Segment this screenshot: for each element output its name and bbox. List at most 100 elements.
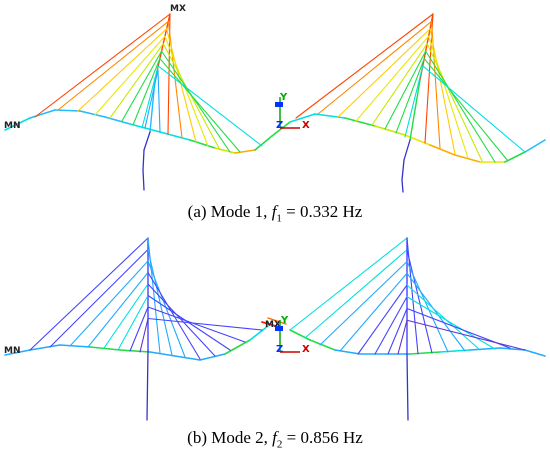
cable xyxy=(157,65,263,147)
deck-segment xyxy=(104,116,131,125)
deck-segment xyxy=(149,351,176,357)
cable xyxy=(121,50,163,122)
cable xyxy=(374,296,408,355)
cable xyxy=(103,283,149,349)
deck-segment xyxy=(289,113,316,123)
cable xyxy=(406,284,481,351)
frequency-subscript: 1 xyxy=(276,212,282,225)
caption-prefix: (b) Mode 2, xyxy=(187,428,273,447)
deck-segment xyxy=(289,329,311,341)
frequency-subscript: 2 xyxy=(276,438,283,451)
pier xyxy=(403,139,411,161)
cable xyxy=(141,65,159,129)
axis-triad-mode1: Y Z X xyxy=(275,92,310,131)
pier xyxy=(146,349,149,421)
deck-segment xyxy=(119,349,151,353)
cable xyxy=(289,237,408,331)
frequency-symbol: f xyxy=(271,202,277,221)
cable xyxy=(425,50,496,163)
max-label-mode1: MX xyxy=(170,4,186,14)
pier xyxy=(406,353,409,421)
deck-segment-max xyxy=(267,317,287,325)
deck-segment xyxy=(89,346,121,351)
z-axis-marker xyxy=(275,326,283,331)
deck-segment xyxy=(54,109,81,112)
deck-segment xyxy=(374,125,406,136)
cable xyxy=(161,50,231,153)
cable xyxy=(147,271,201,360)
deck-segment xyxy=(224,339,251,355)
max-label-mode2: MX xyxy=(265,320,281,330)
deck-segment xyxy=(4,117,31,131)
cable xyxy=(69,260,149,347)
mode1-deformed-shape xyxy=(4,13,546,193)
cable xyxy=(339,272,408,352)
z-axis-marker xyxy=(275,102,283,107)
cable xyxy=(426,43,483,162)
caption-mode1: (a) Mode 1, f1 = 0.332 Hz xyxy=(0,202,550,224)
deck-segment xyxy=(214,147,236,154)
deck-segment xyxy=(409,351,441,355)
cable xyxy=(49,248,149,348)
deck-segment xyxy=(314,113,346,119)
deck-segment xyxy=(524,349,546,357)
cable xyxy=(94,35,166,116)
cable xyxy=(129,306,149,352)
cable xyxy=(164,35,209,147)
cable xyxy=(406,319,526,351)
deck-segment xyxy=(309,339,336,351)
cable xyxy=(77,28,168,112)
frequency-symbol: f xyxy=(272,428,277,447)
pier xyxy=(142,149,145,171)
deck-segment xyxy=(254,135,273,151)
cable xyxy=(319,260,408,346)
cable xyxy=(147,248,173,356)
deck-segment xyxy=(234,149,256,154)
cable xyxy=(147,317,263,331)
min-label-mode1: MN xyxy=(4,121,21,131)
cable xyxy=(406,249,433,354)
pier xyxy=(143,131,151,151)
deck-segment xyxy=(429,144,456,156)
cable xyxy=(159,57,241,153)
cable xyxy=(406,260,449,353)
deck-segment xyxy=(344,117,376,127)
cable xyxy=(139,317,149,353)
deck-segment xyxy=(454,154,481,163)
deck-segment xyxy=(29,109,56,119)
x-axis-label: X xyxy=(302,344,310,355)
caption-mode2: (b) Mode 2, f2 = 0.856 Hz xyxy=(0,428,550,450)
cable xyxy=(147,260,186,358)
cable xyxy=(422,65,526,153)
tower-middle xyxy=(409,79,421,141)
cable xyxy=(397,319,408,355)
cable xyxy=(87,271,149,348)
axis-triad-mode2: Y Z X xyxy=(275,315,310,355)
cable xyxy=(29,237,149,351)
cable xyxy=(162,43,221,151)
cable xyxy=(147,283,216,357)
mode2-deformed-shape xyxy=(4,237,546,421)
cable xyxy=(429,28,456,155)
deck-segment xyxy=(59,344,91,348)
cable xyxy=(147,306,246,343)
cable xyxy=(406,296,496,350)
cable xyxy=(132,57,161,126)
cable xyxy=(304,249,408,339)
deck-segment xyxy=(249,325,269,341)
pier xyxy=(401,179,404,193)
cable xyxy=(166,28,197,143)
z-axis-label: Z xyxy=(276,344,283,355)
cable xyxy=(117,294,149,351)
deck-segment xyxy=(79,110,106,118)
pier xyxy=(142,169,145,191)
deck-segment xyxy=(499,347,526,351)
y-axis-label: Y xyxy=(280,315,289,326)
cable xyxy=(406,272,466,352)
cable xyxy=(371,43,428,126)
cable xyxy=(57,20,169,111)
deck-segment xyxy=(404,134,431,146)
deck-segment xyxy=(189,139,216,149)
x-axis-label: X xyxy=(302,120,310,131)
